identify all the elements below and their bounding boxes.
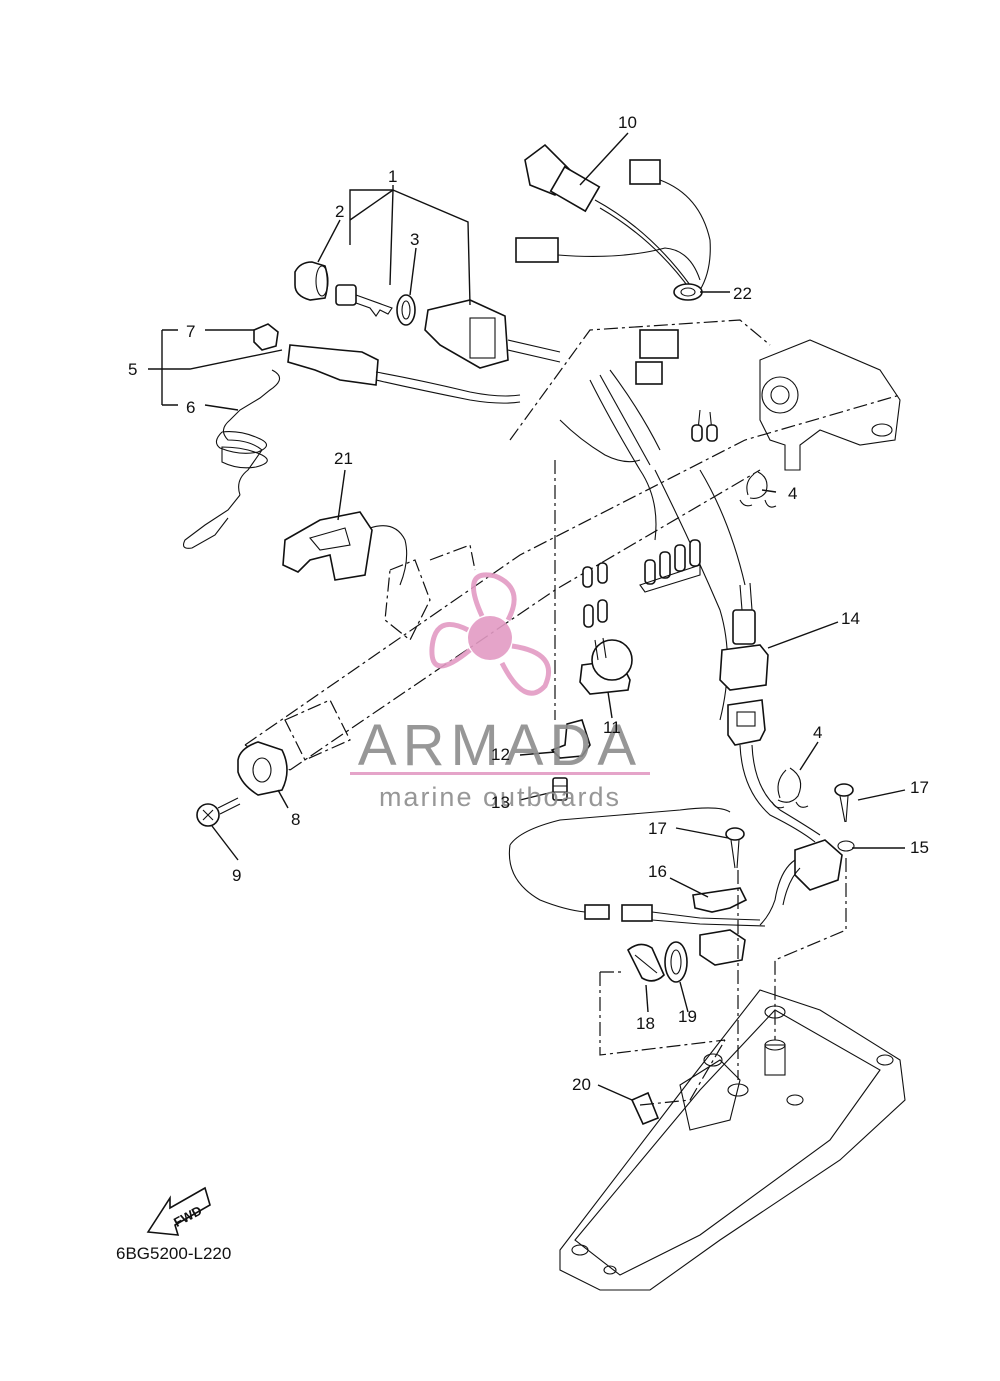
grommet-18 bbox=[627, 943, 665, 982]
connector-14 bbox=[719, 582, 769, 691]
callout-10: 10 bbox=[618, 113, 637, 132]
diagram-code: 6BG5200-L220 bbox=[116, 1244, 232, 1263]
callout-13: 13 bbox=[491, 793, 510, 812]
lower-harness bbox=[508, 807, 766, 966]
screw-17-right bbox=[834, 783, 854, 823]
grip-end-8 bbox=[237, 741, 288, 796]
wire-harness-center bbox=[559, 329, 746, 721]
screw-17-center bbox=[725, 827, 745, 869]
bracket-12 bbox=[550, 719, 591, 759]
fwd-arrow-icon: FWD bbox=[146, 1186, 211, 1236]
clip-4-upper bbox=[739, 471, 777, 508]
pivot-bracket bbox=[759, 339, 901, 471]
rectifier-15 bbox=[759, 839, 855, 926]
buzzer-11 bbox=[579, 637, 633, 695]
ring-19 bbox=[664, 941, 688, 983]
main-switch-assembly bbox=[294, 261, 561, 369]
grip-21 bbox=[282, 511, 408, 586]
tiller-tube-end bbox=[284, 699, 351, 761]
bottom-cowling bbox=[559, 989, 906, 1291]
callout-19: 19 bbox=[678, 1007, 697, 1026]
clip-4-lower bbox=[771, 767, 809, 809]
callout-16: 16 bbox=[648, 862, 667, 881]
propeller-icon bbox=[429, 572, 552, 696]
stop-switch-assembly bbox=[183, 323, 521, 549]
callout-4-upper: 4 bbox=[788, 484, 797, 503]
callout-15: 15 bbox=[910, 838, 929, 857]
connector-lower bbox=[727, 699, 821, 843]
callout-12: 12 bbox=[491, 745, 510, 764]
bracket-16 bbox=[692, 887, 748, 913]
watermark: ARMADA marine outboards bbox=[350, 572, 650, 812]
callout-20: 20 bbox=[572, 1075, 591, 1094]
callout-9: 9 bbox=[232, 866, 241, 885]
callout-17-right: 17 bbox=[910, 778, 929, 797]
watermark-brand: ARMADA bbox=[358, 713, 642, 778]
harness-connector-10 bbox=[515, 143, 711, 293]
callout-4-lower: 4 bbox=[813, 723, 822, 742]
callout-1: 1 bbox=[388, 167, 397, 186]
callout-22: 22 bbox=[733, 284, 752, 303]
label-20 bbox=[630, 1091, 660, 1126]
callout-14: 14 bbox=[841, 609, 860, 628]
connector-group-center bbox=[582, 539, 701, 628]
callout-labels: 1 2 3 4 4 5 6 7 8 9 10 11 12 13 14 15 16… bbox=[128, 113, 929, 1094]
callout-18: 18 bbox=[636, 1014, 655, 1033]
callout-6: 6 bbox=[186, 398, 195, 417]
callout-2: 2 bbox=[335, 202, 344, 221]
callout-8: 8 bbox=[291, 810, 300, 829]
callout-17-center: 17 bbox=[648, 819, 667, 838]
callout-3: 3 bbox=[410, 230, 419, 249]
clip-22 bbox=[673, 283, 703, 301]
callout-5: 5 bbox=[128, 360, 137, 379]
callout-7: 7 bbox=[186, 322, 195, 341]
callout-11: 11 bbox=[603, 718, 621, 737]
leader-lines bbox=[148, 132, 906, 1106]
callout-21: 21 bbox=[334, 449, 353, 468]
bolt-13 bbox=[552, 777, 568, 801]
screw-9 bbox=[196, 797, 241, 827]
watermark-tagline: marine outboards bbox=[379, 782, 621, 812]
